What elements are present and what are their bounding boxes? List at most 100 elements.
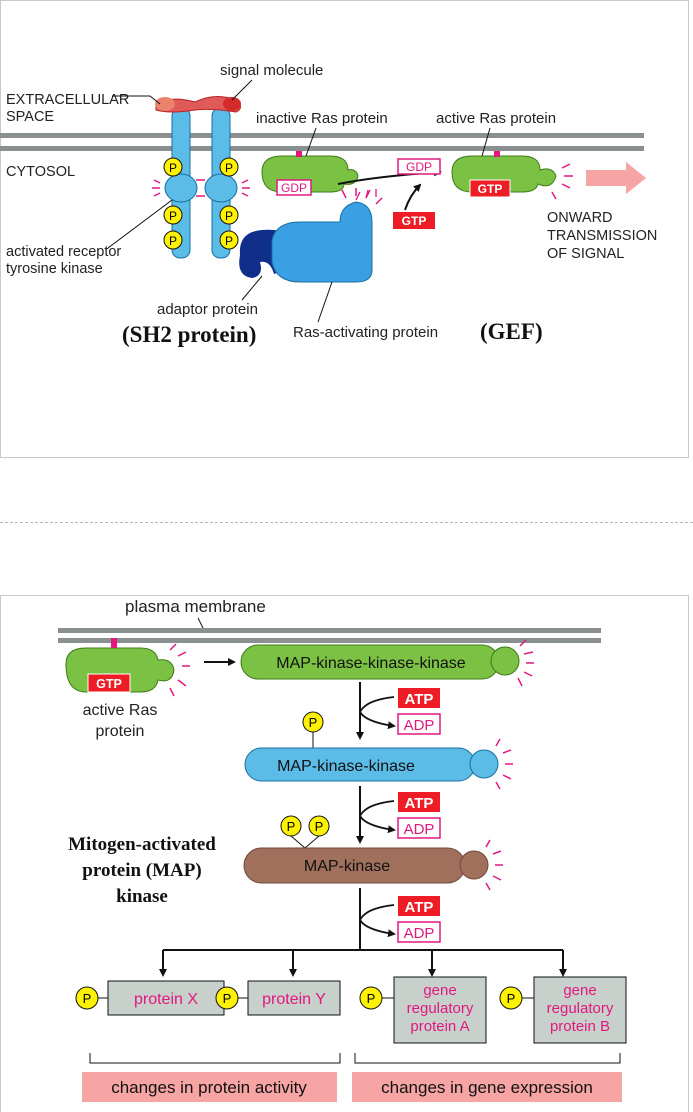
active-ras-leader — [481, 127, 491, 157]
gtp-box-incoming — [393, 212, 435, 229]
receptor-leader — [107, 199, 173, 249]
protein-x-phospho: P — [83, 991, 92, 1006]
adp-label-2: ADP — [404, 821, 435, 838]
signal-molecule-leader — [231, 79, 253, 101]
plasma-membrane-label: plasma membrane — [125, 597, 266, 616]
active-ras-label: active Ras protein — [436, 110, 556, 127]
protein-a-line1: gene — [423, 982, 456, 999]
atp-label-3: ATP — [405, 899, 434, 916]
gdp-label-inactive: GDP — [281, 181, 307, 195]
receptor-activation-rays — [152, 179, 250, 197]
receptor-phosphates: P P P P P P — [163, 157, 239, 250]
plasma-membrane-inner — [58, 638, 601, 643]
mapk-rays — [485, 839, 503, 891]
gene-expression-label: changes in gene expression — [381, 1078, 593, 1097]
space-label: SPACE — [6, 109, 54, 125]
mapk-phosphate-stems — [290, 835, 320, 849]
gdp-label-released: GDP — [406, 160, 432, 174]
gdp-box-inactive — [276, 179, 312, 196]
signal-molecule-right — [223, 97, 241, 111]
active-ras-rays — [551, 163, 573, 200]
protein-x-label: protein X — [134, 991, 198, 1008]
phospho-label: P — [169, 161, 177, 175]
onward-label-line2: TRANSMISSION — [547, 228, 657, 244]
active-ras-anchor — [494, 151, 500, 157]
atp-box-3 — [398, 896, 440, 916]
active-ras-bottom-line2: protein — [96, 723, 145, 740]
adp-box-2 — [397, 817, 441, 839]
protein-b-phospho: P — [507, 991, 516, 1006]
bracket-protein-activity — [89, 1053, 341, 1064]
gtp-label-bottom: GTP — [96, 677, 122, 691]
adaptor-leader — [241, 275, 263, 301]
membrane-inner-layer — [0, 146, 644, 151]
signal-molecule-left — [155, 97, 175, 111]
gef-label: (GEF) — [480, 319, 543, 344]
gtp-box-active — [469, 179, 511, 198]
protein-activity-box — [82, 1072, 337, 1102]
adaptor-protein-label: adaptor protein — [157, 301, 258, 318]
ras-activating-label: Ras-activating protein — [293, 324, 438, 341]
protein-b-line2: regulatory — [547, 1000, 614, 1017]
signal-molecule-shape — [155, 96, 241, 113]
protein-a-line2: regulatory — [407, 1000, 474, 1017]
gtp-label-active: GTP — [478, 182, 503, 196]
gef-protein-shape — [271, 201, 373, 283]
sh2-protein-label: (SH2 protein) — [122, 322, 256, 347]
inactive-ras-leader — [305, 127, 317, 157]
mapk-label: MAP-kinase — [304, 858, 390, 875]
mapkkk-rays — [517, 639, 534, 687]
ras-activating-leader — [317, 281, 333, 323]
protein-a-phospho: P — [367, 991, 376, 1006]
gtp-binding-arrow — [404, 183, 422, 211]
atp-box-1 — [398, 688, 440, 708]
extracellular-label: EXTRACELLULAR — [6, 92, 129, 108]
target-gene-regulatory-b: P gene regulatory protein B — [499, 976, 627, 1044]
extracellular-leader — [112, 95, 161, 105]
atp-label-2: ATP — [405, 795, 434, 812]
mapk-phospho-label-1: P — [287, 819, 296, 834]
adp-label-1: ADP — [404, 717, 435, 734]
atp-box-2 — [398, 792, 440, 812]
adp-box-1 — [397, 713, 441, 735]
target-protein-x: P protein X — [75, 980, 225, 1016]
gtp-label-incoming: GTP — [402, 214, 427, 228]
phospho-label: P — [225, 209, 233, 223]
mitogen-label-line3: kinase — [116, 886, 168, 907]
onward-label-line3: OF SIGNAL — [547, 246, 624, 262]
atp-adp-curve-3 — [358, 904, 396, 938]
phospho-label: P — [169, 209, 177, 223]
receptor-label-line1: activated receptor — [6, 244, 121, 260]
mapk-node: MAP-kinase — [243, 847, 489, 884]
mapkk-node: MAP-kinase-kinase — [244, 747, 499, 782]
mapkk-rays — [495, 738, 513, 790]
protein-activity-label: changes in protein activity — [111, 1078, 307, 1097]
mapk-phospho-label-2: P — [315, 819, 324, 834]
mapkkk-node: MAP-kinase-kinase-kinase — [240, 644, 520, 680]
panel-divider — [0, 522, 693, 523]
gene-expression-box — [352, 1072, 622, 1102]
active-ras-bottom-anchor — [111, 638, 117, 648]
mapkk-phospho-label: P — [309, 715, 318, 730]
phospho-label: P — [169, 234, 177, 248]
protein-y-phospho: P — [223, 991, 232, 1006]
mitogen-label-line1: Mitogen-activated — [68, 834, 216, 855]
phospho-label: P — [225, 234, 233, 248]
target-gene-regulatory-a: P gene regulatory protein A — [359, 976, 487, 1044]
protein-a-line3: protein A — [410, 1018, 469, 1035]
gdp-box-released — [397, 158, 441, 175]
inactive-ras-label: inactive Ras protein — [256, 110, 388, 127]
onward-label-line1: ONWARD — [547, 210, 613, 226]
signal-molecule-label: signal molecule — [220, 62, 323, 79]
mapkk-label: MAP-kinase-kinase — [277, 758, 415, 775]
gtp-box-bottom — [87, 673, 131, 693]
target-protein-y: P protein Y — [215, 980, 341, 1016]
receptor-label-line2: tyrosine kinase — [6, 261, 103, 277]
phospho-label: P — [225, 161, 233, 175]
active-ras-bottom-rays — [169, 643, 190, 697]
gef-activation-rays — [341, 188, 383, 205]
bracket-gene-expression — [354, 1053, 621, 1064]
onward-arrow — [586, 162, 646, 194]
adp-box-3 — [397, 921, 441, 943]
